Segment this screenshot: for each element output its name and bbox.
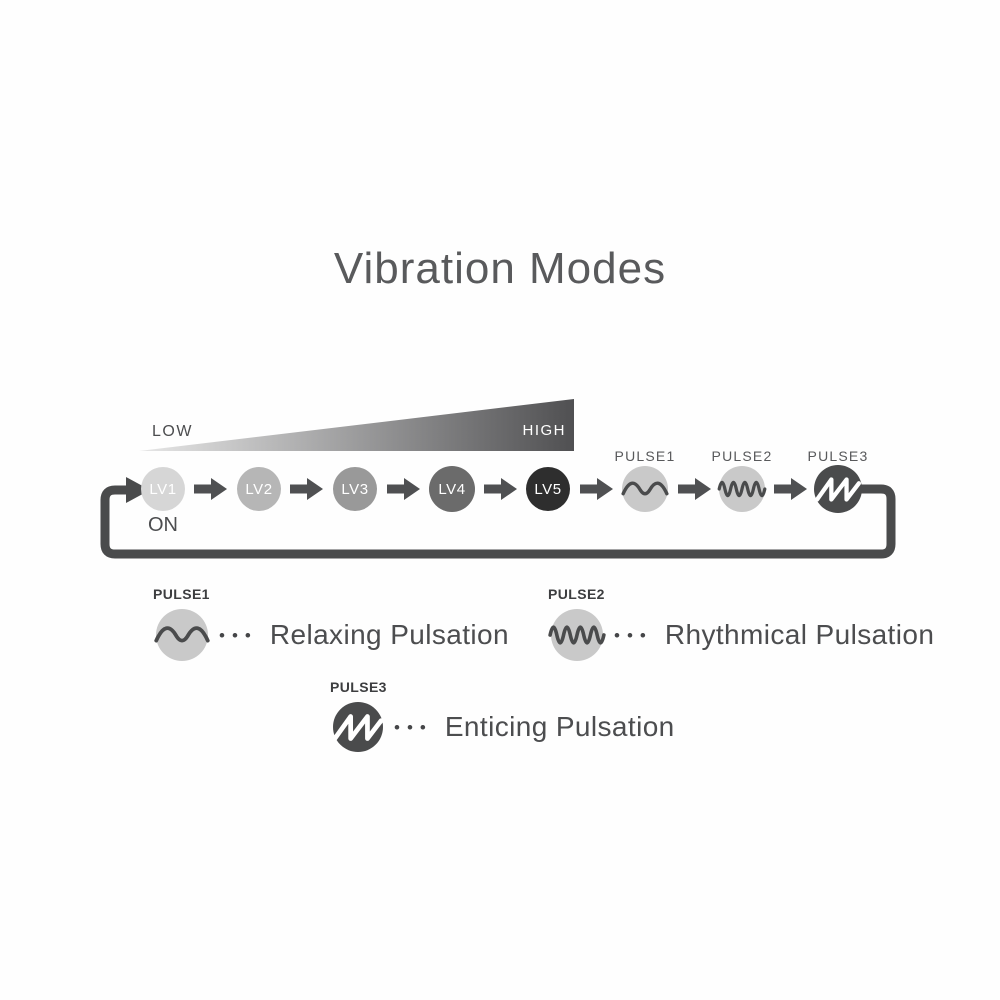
step-pulse-3 [814,465,862,513]
level-label: LV2 [245,481,272,498]
pulse1-step-label: PULSE1 [615,448,676,464]
level-circle [333,467,377,511]
legend-pulse3-label: PULSE3 [330,679,387,695]
arrow-right-icon [678,478,711,500]
step-level-2: LV2 [237,467,281,511]
level-label: LV3 [341,481,368,498]
legend-item-pulse3: PULSE3 ••• Enticing Pulsation [330,679,675,755]
sine-fast-wave-icon [717,480,767,498]
legend-pulse3-description: Enticing Pulsation [444,711,675,742]
sine-slow-wave-icon [621,481,669,496]
step-level-3: LV3 [333,467,377,511]
sawtooth-wave-icon [814,477,862,502]
level-circle [526,467,570,511]
step-level-5: LV5 [526,467,570,511]
step-arrows [194,478,807,500]
legend-item-pulse2: PULSE2 ••• Rhythmical Pulsation [548,586,934,664]
loop-back-line [100,484,896,559]
sine-fast-wave-icon [548,609,606,661]
arrow-right-icon [290,478,323,500]
loop-arrowhead-icon [126,477,150,503]
sine-slow-wave-icon [154,609,210,661]
arrow-right-icon [774,478,807,500]
arrow-right-icon [580,478,613,500]
level-circle [429,466,475,512]
level-label: LV1 [149,481,176,498]
legend-pulse1-label: PULSE1 [153,586,210,602]
legend-item-pulse1: PULSE1 ••• Relaxing Pulsation [153,586,509,664]
pulse-circle [622,466,668,512]
pulse3-step-label: PULSE3 [808,448,869,464]
page-title: Vibration Modes [333,244,667,293]
on-label: ON [148,514,178,536]
pulse2-step-label: PULSE2 [712,448,773,464]
level-label: LV5 [534,481,561,498]
step-pulse-2 [717,466,767,512]
legend-pulse1-description: Relaxing Pulsation [269,619,509,650]
ellipsis-dots: ••• [219,625,258,645]
legend-pulse2-label: PULSE2 [548,586,605,602]
arrow-right-icon [484,478,517,500]
arrow-right-icon [387,478,420,500]
step-level-1: LV1 [141,467,185,511]
level-circle [141,467,185,511]
level-circle [237,467,281,511]
level-label: LV4 [438,481,465,498]
intensity-gradient-wedge [139,399,574,451]
arrow-right-icon [194,478,227,500]
sawtooth-wave-icon [332,702,384,752]
ellipsis-dots: ••• [394,717,433,737]
low-intensity-label: LOW [152,423,193,440]
step-level-4: LV4 [429,466,475,512]
legend-pulse2-description: Rhythmical Pulsation [664,619,935,650]
ellipsis-dots: ••• [614,625,653,645]
legend-circle [156,609,208,661]
step-pulse-1 [621,466,669,512]
high-intensity-label: HIGH [523,422,567,439]
